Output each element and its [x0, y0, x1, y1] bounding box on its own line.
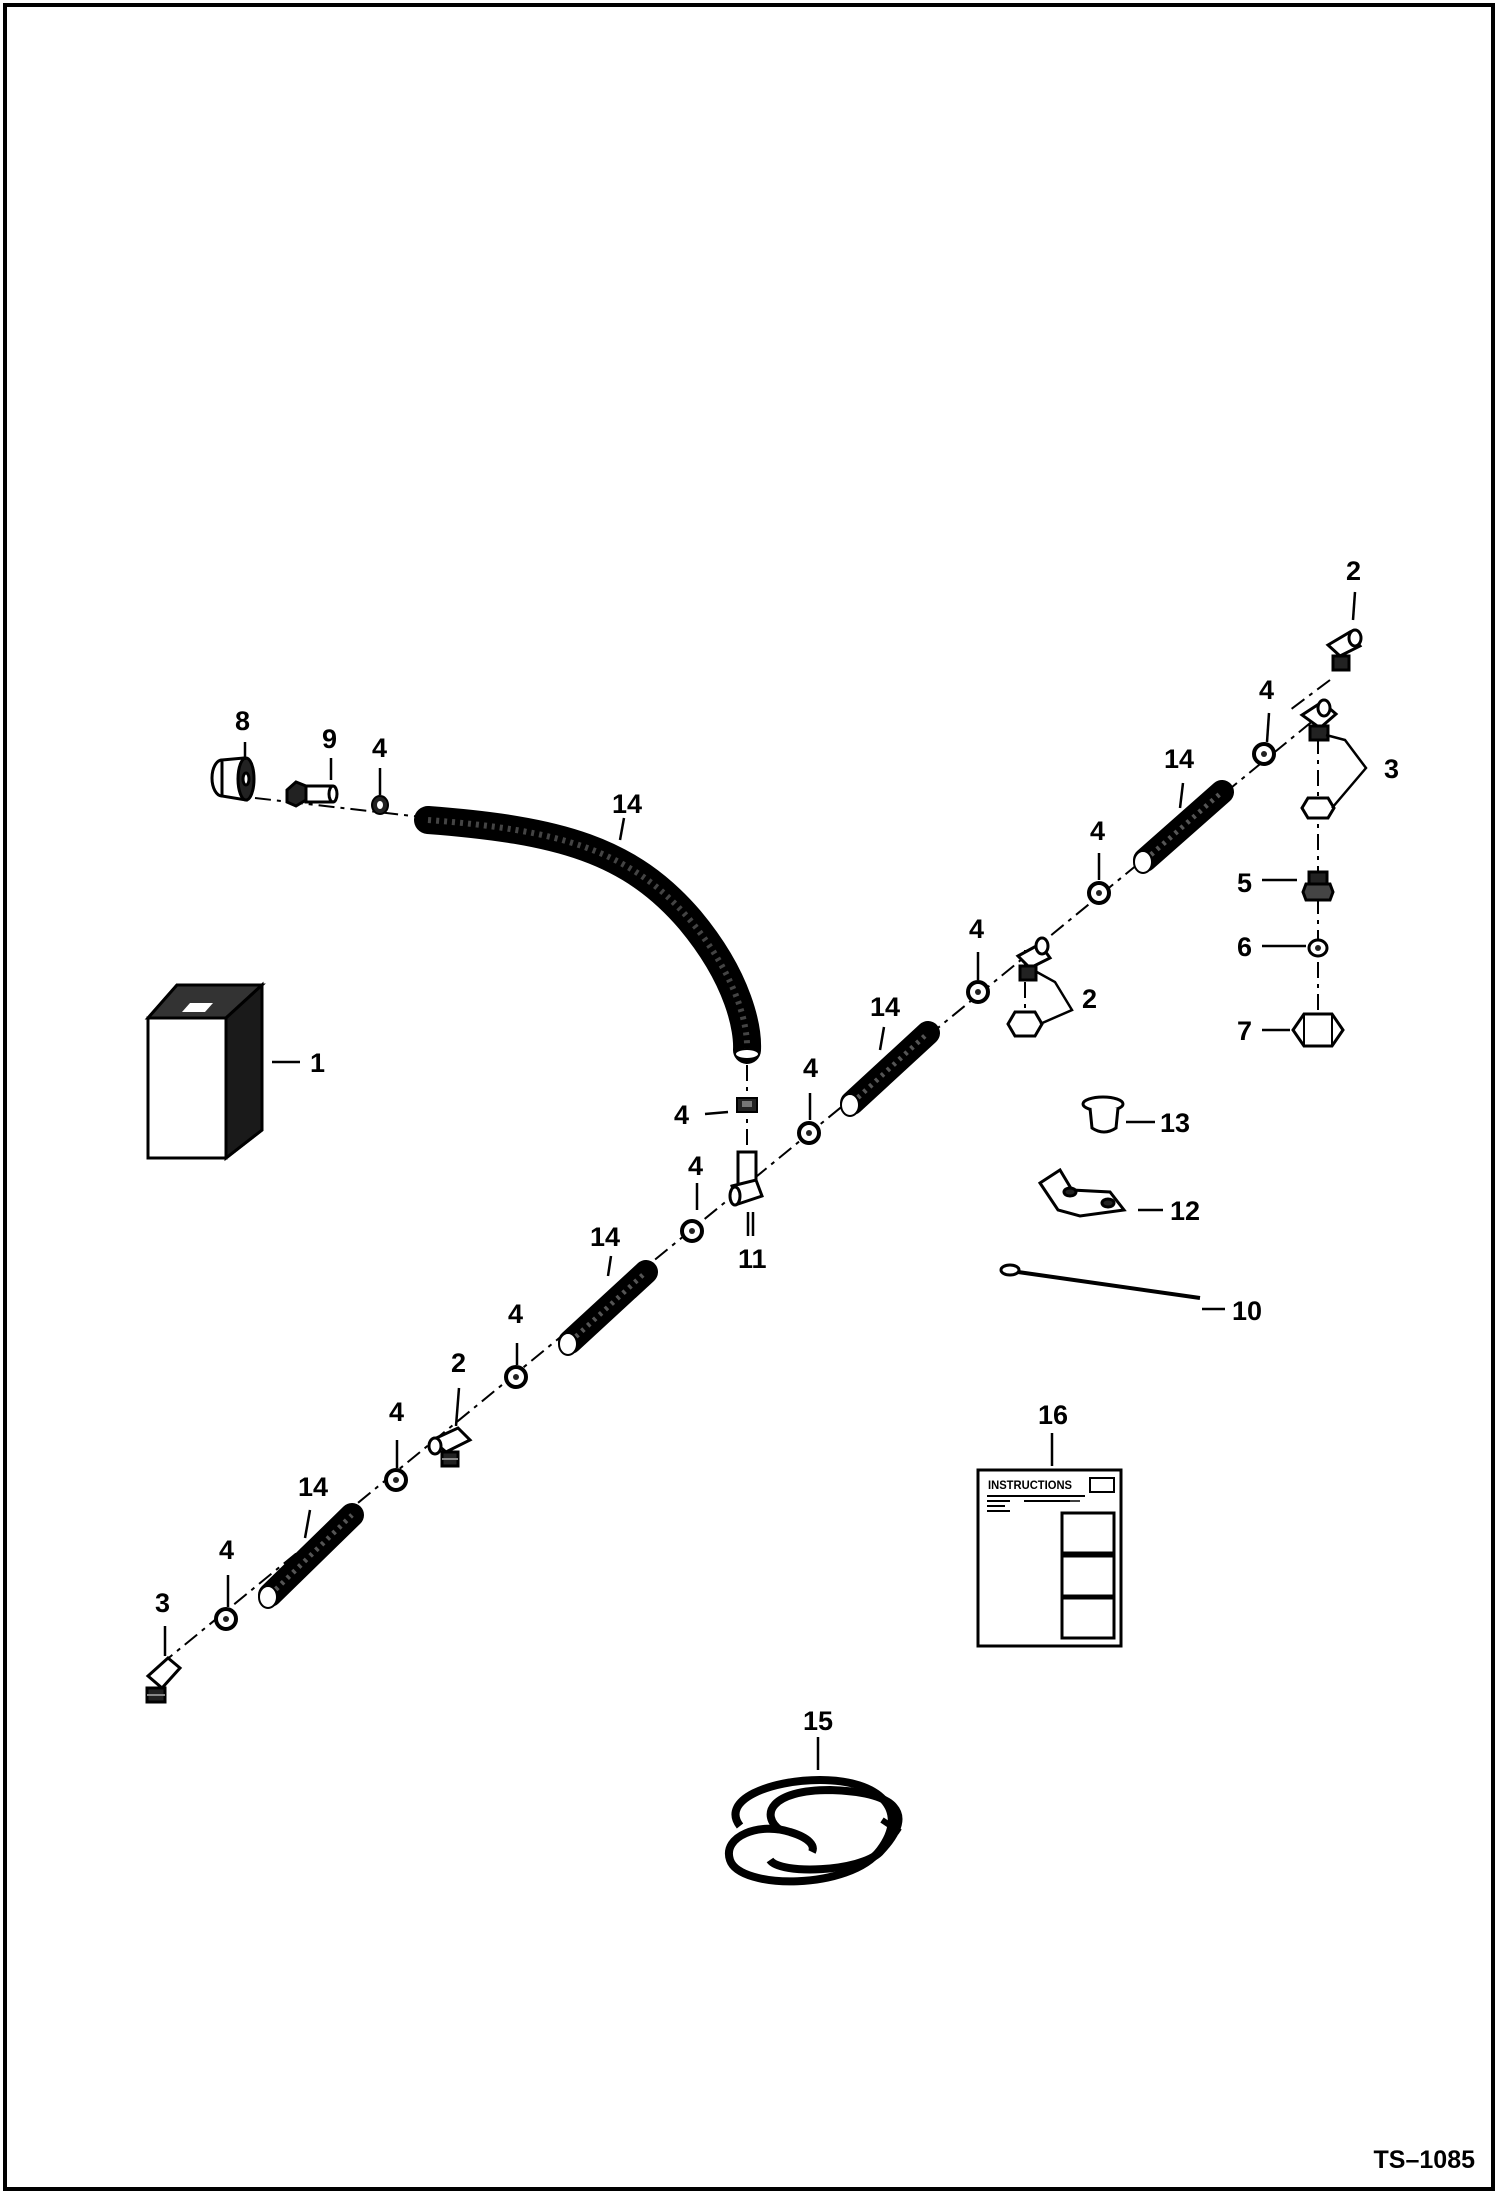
callout-2-mid: 2: [1082, 984, 1097, 1014]
kit-box: [144, 981, 266, 1162]
hose-3: [840, 1021, 940, 1117]
elbow-2-top: [1325, 628, 1363, 672]
instruction-card: [976, 1468, 1123, 1648]
callout-4-e: 4: [508, 1299, 523, 1329]
hose-1: [258, 1503, 364, 1609]
coiled-tubing-15: [724, 1775, 903, 1886]
leader-lines: [163, 591, 1368, 1770]
callout-14-curved: 14: [612, 789, 642, 819]
callout-2-top: 2: [1346, 556, 1361, 586]
nut-7: [1291, 1012, 1345, 1048]
callout-14-1: 14: [590, 1222, 620, 1252]
callout-4-h: 4: [969, 914, 984, 944]
nut-4-a: [214, 1607, 238, 1631]
grommet-13: [1081, 1095, 1125, 1134]
callout-1: 1: [310, 1048, 325, 1078]
elbow-2-lower: [427, 1426, 473, 1468]
quick-coupler: [210, 756, 256, 802]
elbow-3-upper: [1299, 698, 1339, 742]
callout-14-3: 14: [1164, 744, 1194, 774]
callout-3-upper: 3: [1384, 754, 1399, 784]
callout-6: 6: [1237, 932, 1252, 962]
nut-4-tee: [736, 1097, 758, 1113]
nut-4-b: [384, 1468, 408, 1492]
hose-curved: [414, 806, 762, 1064]
nut-4-top: [371, 795, 389, 815]
hose-4: [1133, 780, 1234, 874]
nut-3-upper: [1300, 796, 1336, 820]
callout-9: 9: [322, 724, 337, 754]
callout-12: 12: [1170, 1196, 1200, 1226]
callout-4-c: 4: [688, 1151, 703, 1181]
callout-11: 11: [738, 1244, 767, 1274]
callout-4-j: 4: [1259, 675, 1274, 705]
callout-14-2: 14: [870, 992, 900, 1022]
callout-10: 10: [1232, 1296, 1262, 1326]
tee-fitting: [728, 1150, 764, 1207]
callout-3-lower: 3: [155, 1588, 170, 1618]
callout-4-d: 4: [803, 1053, 818, 1083]
callout-14-lower: 14: [298, 1472, 328, 1502]
callout-4-f: 4: [389, 1397, 404, 1427]
callout-4-top: 4: [372, 733, 387, 763]
callout-16: 16: [1038, 1400, 1068, 1430]
nut-4-f: [966, 980, 990, 1004]
nut-2-mid: [1006, 1010, 1044, 1038]
callout-13: 13: [1160, 1108, 1190, 1138]
callout-4-i: 4: [1090, 816, 1105, 846]
page-border: [3, 3, 1495, 2191]
nut-4-e: [797, 1121, 821, 1145]
callout-2-lower: 2: [451, 1348, 466, 1378]
callout-8: 8: [235, 706, 250, 736]
instruction-card-title: INSTRUCTIONS: [988, 1478, 1072, 1492]
nut-4-c: [504, 1365, 528, 1389]
callout-7: 7: [1237, 1016, 1252, 1046]
washer-6: [1307, 938, 1329, 958]
callout-4-tee: 4: [674, 1100, 689, 1130]
nut-4-g: [1087, 881, 1111, 905]
nut-4-d: [680, 1219, 704, 1243]
elbow-2-mid: [1015, 936, 1053, 982]
callout-5: 5: [1237, 868, 1252, 898]
hose-2: [558, 1260, 658, 1356]
adapter-fitting: [285, 780, 339, 808]
fitting-5: [1301, 870, 1335, 902]
bracket-12: [1037, 1167, 1127, 1218]
callout-15: 15: [803, 1706, 833, 1736]
elbow-3-lower: [145, 1656, 183, 1704]
drawing-id: TS–1085: [1374, 2146, 1476, 2174]
nut-4-h: [1252, 742, 1276, 766]
cable-tie-10: [999, 1263, 1201, 1300]
callout-4-g: 4: [219, 1535, 234, 1565]
